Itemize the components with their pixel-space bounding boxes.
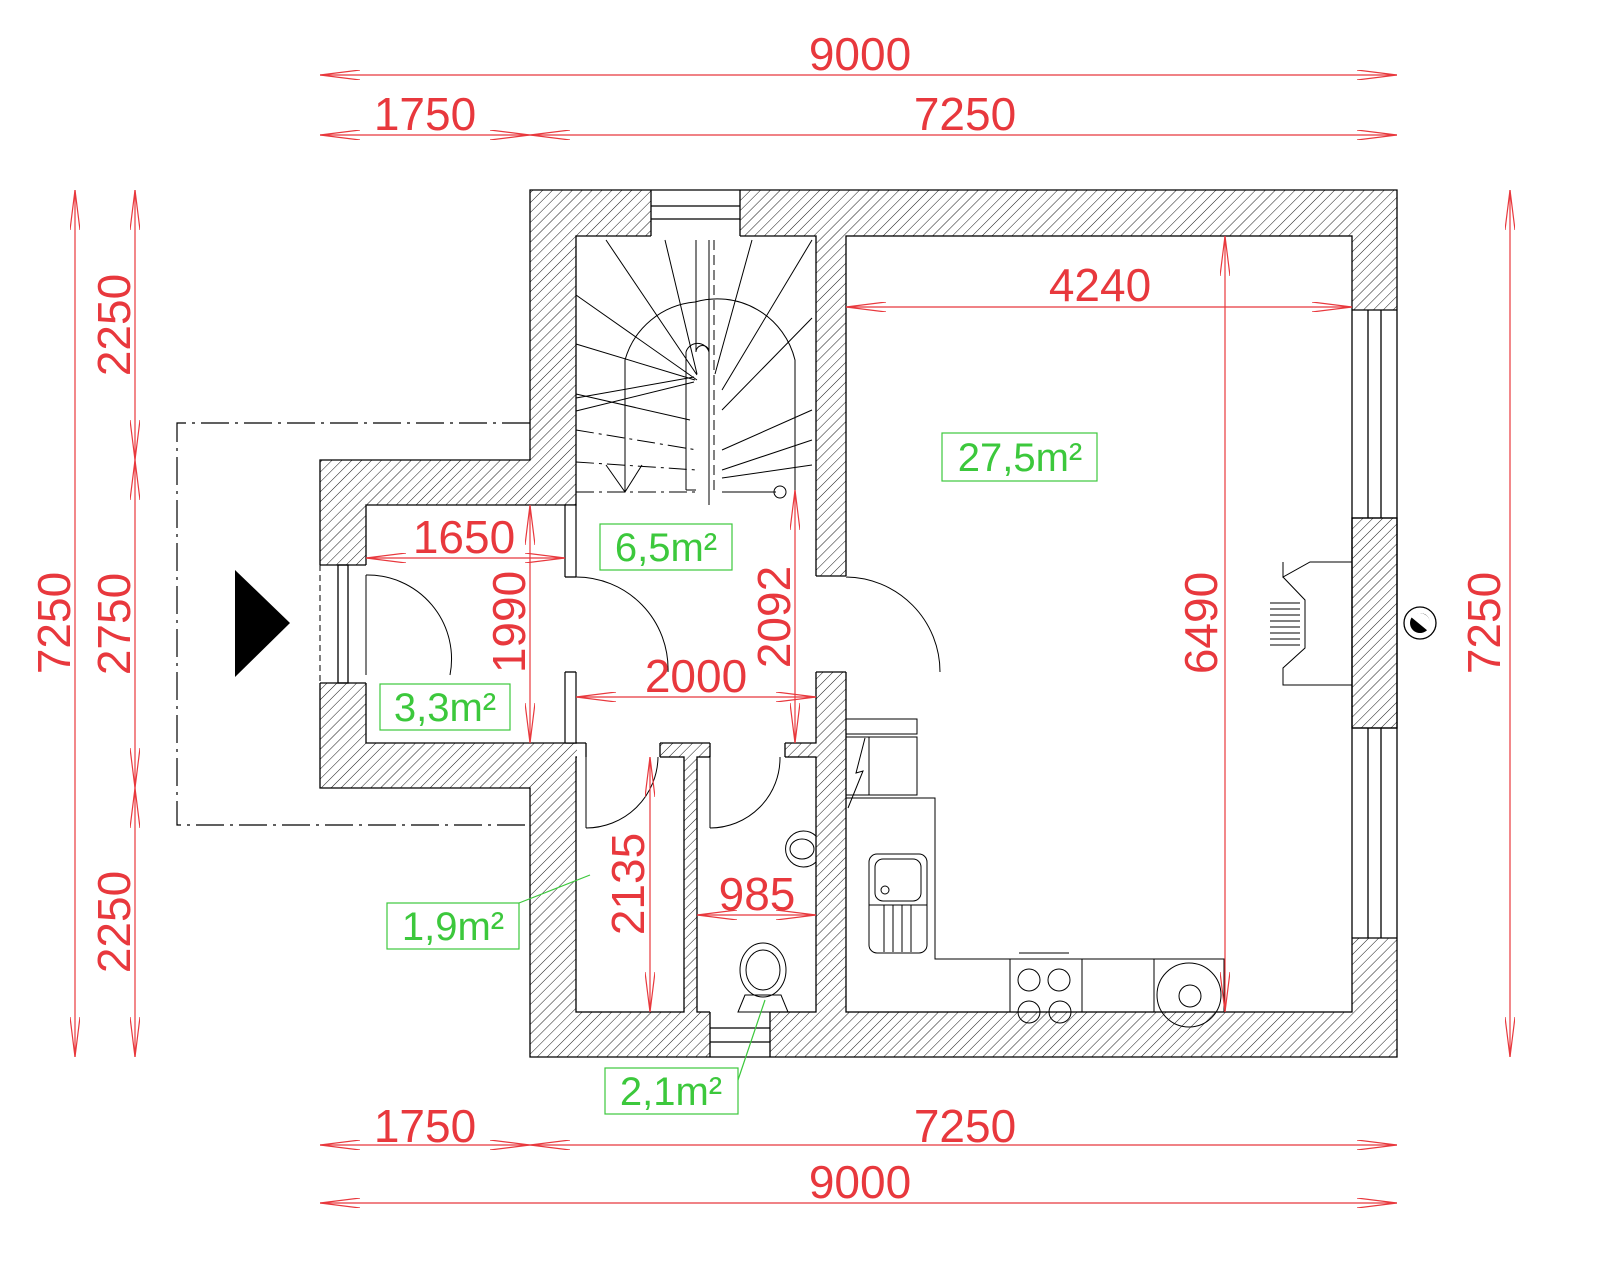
dim-living-width: 4240 [1049, 259, 1151, 311]
porch-outline [176, 422, 530, 826]
area-storage: 1,9m² [402, 905, 504, 949]
doors [365, 574, 941, 829]
dim-left-middle: 2750 [88, 573, 140, 675]
area-labels: 27,5m² 6,5m² 3,3m² 1,9m² 2,1m² [379, 432, 1098, 1115]
dimension-lines [75, 75, 1510, 1203]
dim-storage-depth: 2135 [602, 833, 654, 935]
dim-vestibule-depth: 1990 [483, 571, 535, 673]
chimney-icon [1403, 606, 1437, 640]
staircase [575, 239, 813, 505]
window-top [650, 189, 741, 237]
dim-hall-width: 2000 [645, 650, 747, 702]
dim-hall-depth: 2092 [748, 566, 800, 668]
dim-bottom-right: 7250 [914, 1100, 1016, 1152]
area-vestibule: 3,3m² [394, 686, 496, 730]
kitchen [845, 718, 1225, 1028]
area-living: 27,5m² [958, 436, 1083, 480]
walls [319, 189, 1398, 1058]
dim-top-total: 9000 [809, 28, 911, 80]
dim-living-depth: 6490 [1175, 572, 1227, 674]
window-bottom [709, 1011, 771, 1058]
wc-fixtures [737, 830, 817, 1013]
window-right-lower [1351, 727, 1398, 939]
dim-vestibule-width: 1650 [413, 511, 515, 563]
dim-wc-width: 985 [719, 868, 796, 920]
dim-bottom-left: 1750 [374, 1100, 476, 1152]
area-hall: 6,5m² [615, 526, 717, 570]
dim-top-left: 1750 [374, 88, 476, 140]
entrance-arrow-icon [235, 570, 290, 677]
window-right-upper [1351, 309, 1398, 519]
dim-top-right: 7250 [914, 88, 1016, 140]
dim-left-total: 7250 [28, 572, 80, 674]
fireplace [1270, 517, 1437, 729]
dim-right-total: 7250 [1458, 572, 1510, 674]
dim-left-lower: 2250 [88, 871, 140, 973]
area-wc: 2,1m² [620, 1070, 722, 1114]
dim-bottom-total: 9000 [809, 1156, 911, 1208]
dimension-labels: 9000 1750 7250 1750 7250 9000 7250 2250 … [28, 28, 1510, 1208]
dim-left-upper: 2250 [88, 274, 140, 376]
